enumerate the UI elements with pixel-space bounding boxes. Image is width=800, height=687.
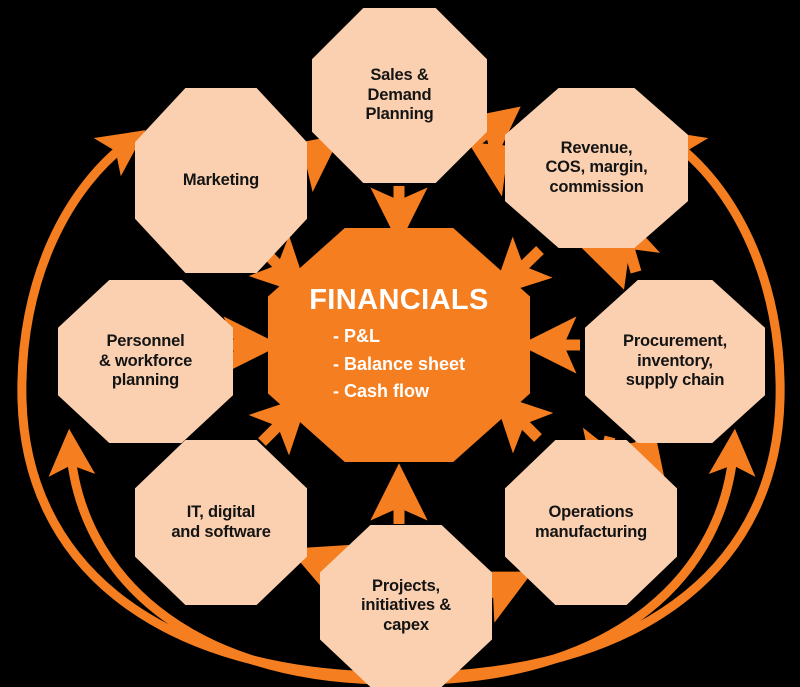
node-label: Revenue,COS, margin,commission	[545, 138, 648, 196]
node-marketing[interactable]: Marketing	[135, 88, 307, 273]
octagon-shape: Projects,initiatives &capex	[320, 525, 492, 687]
octagon-shape: Revenue,COS, margin,commission	[505, 88, 688, 248]
octagon-shape: FINANCIALS - P&L - Balance sheet - Cash …	[268, 228, 530, 462]
connector-projects-to-personnel	[48, 428, 381, 685]
node-label: Projects,initiatives &capex	[360, 576, 451, 634]
octagon-shape: Marketing	[135, 88, 307, 273]
node-label: Marketing	[182, 170, 260, 189]
node-label: Procurement,inventory,supply chain	[623, 332, 727, 390]
octagon-shape: Procurement,inventory,supply chain	[585, 280, 765, 443]
connector-operations-to-financials	[492, 392, 554, 454]
center-item: - Cash flow	[332, 381, 429, 402]
node-financials-center[interactable]: FINANCIALS - P&L - Balance sheet - Cash …	[268, 228, 530, 462]
connector-revenue-to-financials	[491, 236, 553, 298]
center-title: FINANCIALS	[309, 284, 489, 317]
node-procurement-inventory-supply-chain[interactable]: Procurement,inventory,supply chain	[585, 280, 765, 443]
center-item: - P&L	[332, 326, 380, 347]
node-revenue-cos-margin-commission[interactable]: Revenue,COS, margin,commission	[505, 88, 688, 248]
connector-projects-to-procurement	[423, 428, 756, 685]
node-projects-initiatives-capex[interactable]: Projects,initiatives &capex	[320, 525, 492, 687]
connector-it-digital-to-financials	[248, 394, 310, 456]
center-item-list: - P&L - Balance sheet - Cash flow	[333, 323, 465, 405]
center-item: - Balance sheet	[332, 353, 466, 374]
